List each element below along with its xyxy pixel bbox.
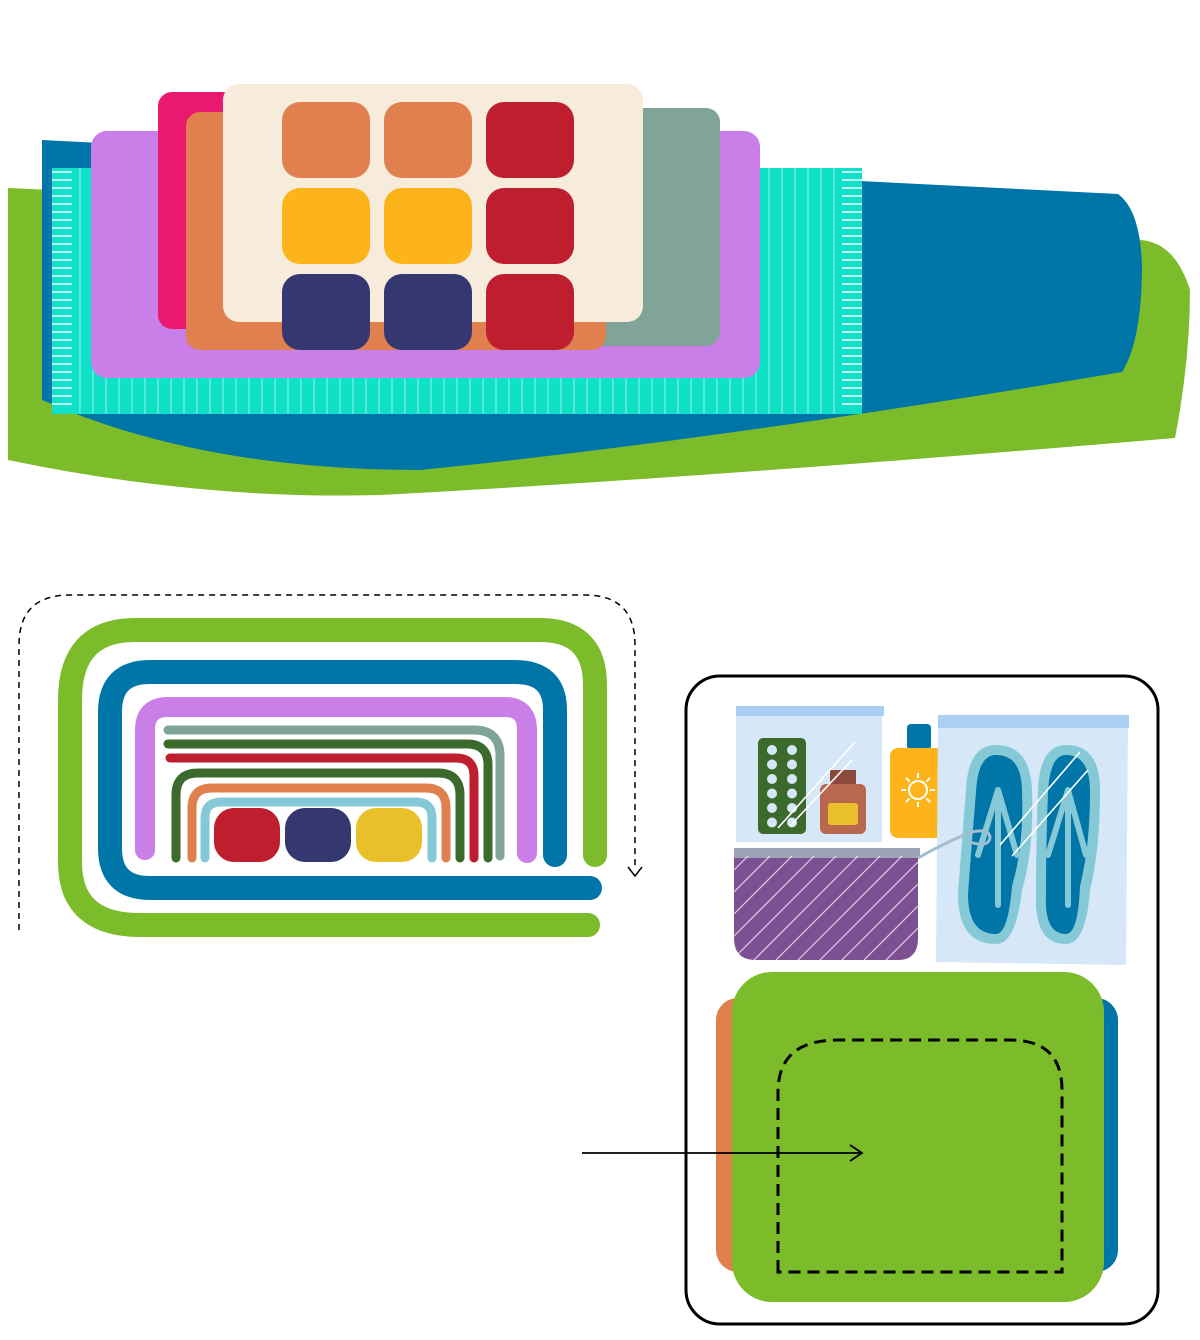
flip-flop-right xyxy=(1035,745,1100,944)
roll-layer-dark-green-1 xyxy=(163,739,493,863)
core-roll-navy xyxy=(285,808,351,862)
roll-layer-sage xyxy=(163,725,505,861)
rolled-item-orange xyxy=(282,102,370,178)
suitcase-outline xyxy=(684,674,1160,1326)
roll-layer-light-teal xyxy=(200,797,437,863)
roll-layer-red xyxy=(165,753,479,863)
roll-view xyxy=(18,594,643,937)
flip-flop-left xyxy=(958,745,1033,944)
roll-layer-dark-green-2 xyxy=(171,768,465,863)
flip-flops-bag xyxy=(936,715,1129,965)
rolled-item-red xyxy=(486,188,574,264)
rolled-item-yellow xyxy=(282,188,370,264)
core-roll-red xyxy=(214,808,280,862)
arrow-head-down xyxy=(627,866,643,878)
rolled-item-red xyxy=(486,102,574,178)
rolled-item-red xyxy=(486,274,574,350)
rolled-items-grid xyxy=(282,102,574,350)
rolled-towel-bundle xyxy=(716,972,1118,1302)
roll-layer-purple xyxy=(135,697,537,863)
toiletry-pouch xyxy=(733,829,992,961)
suitcase xyxy=(684,674,1160,1326)
stack-view xyxy=(8,84,1190,496)
sunscreen-bottle xyxy=(890,724,950,838)
dashed-curved-arrow xyxy=(18,594,636,930)
pouch-zipper-pull xyxy=(917,829,992,860)
straight-arrow xyxy=(582,1144,864,1162)
rolled-item-navy xyxy=(384,274,472,350)
rolled-item-orange xyxy=(384,102,472,178)
rolled-items-core xyxy=(214,808,422,862)
roll-layer-orange xyxy=(187,783,451,863)
pill-pack xyxy=(758,738,806,834)
medicine-bottle xyxy=(820,770,866,834)
rolled-item-navy xyxy=(282,274,370,350)
roll-layer-green xyxy=(58,618,607,937)
rolled-item-yellow xyxy=(384,188,472,264)
roll-layer-blue xyxy=(98,660,602,900)
toiletries-bag xyxy=(736,706,884,842)
core-roll-mustard xyxy=(356,808,422,862)
